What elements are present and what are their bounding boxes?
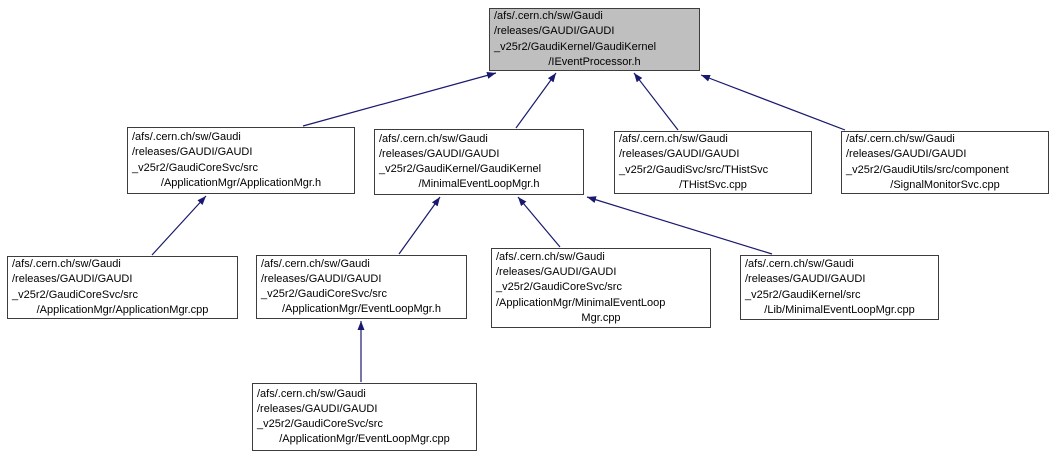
include-edge-arrow xyxy=(517,196,561,248)
node-path-line: Mgr.cpp xyxy=(581,311,621,324)
node-path-line: _v25r2/GaudiSvc/src/THistSvc xyxy=(619,163,769,176)
node-signalmonitorsvc-cpp[interactable]: /afs/.cern.ch/sw/Gaudi /releases/GAUDI/G… xyxy=(841,131,1049,194)
node-path-line: /Lib/MinimalEventLoopMgr.cpp xyxy=(764,303,915,316)
node-path-line: _v25r2/GaudiKernel/src xyxy=(745,288,861,301)
node-path-line: _v25r2/GaudiCoreSvc/src xyxy=(496,281,622,294)
node-path-line: /THistSvc.cpp xyxy=(679,178,747,191)
node-path-line: /afs/.cern.ch/sw/Gaudi xyxy=(619,133,728,146)
node-path-line: /releases/GAUDI/GAUDI xyxy=(132,146,253,159)
node-path-line: /releases/GAUDI/GAUDI xyxy=(619,148,740,161)
node-eventloopmgr-cpp[interactable]: /afs/.cern.ch/sw/Gaudi /releases/GAUDI/G… xyxy=(252,383,477,451)
node-path-line: /afs/.cern.ch/sw/Gaudi xyxy=(745,258,854,271)
include-edge-arrow xyxy=(302,72,497,127)
node-path-line: /afs/.cern.ch/sw/Gaudi xyxy=(379,132,488,145)
node-path-line: _v25r2/GaudiKernel/GaudiKernel xyxy=(379,163,542,175)
node-path-line: /SignalMonitorSvc.cpp xyxy=(890,178,1000,191)
node-applicationmgr-h[interactable]: /afs/.cern.ch/sw/Gaudi /releases/GAUDI/G… xyxy=(127,127,355,194)
node-path-line: _v25r2/GaudiKernel/GaudiKernel xyxy=(494,40,657,53)
node-path-line: /releases/GAUDI/GAUDI xyxy=(257,402,378,415)
include-edge-arrow xyxy=(700,74,846,131)
node-path-line: /ApplicationMgr/EventLoopMgr.cpp xyxy=(279,433,450,446)
node-path-line: /afs/.cern.ch/sw/Gaudi xyxy=(257,387,366,400)
node-minimaleventloopmgr-cpp-lib[interactable]: /afs/.cern.ch/sw/Gaudi /releases/GAUDI/G… xyxy=(740,255,939,320)
node-path-line: /ApplicationMgr/ApplicationMgr.cpp xyxy=(36,303,209,316)
node-path-line: /releases/GAUDI/GAUDI xyxy=(745,273,866,286)
node-thistsvc-cpp[interactable]: /afs/.cern.ch/sw/Gaudi /releases/GAUDI/G… xyxy=(614,131,812,194)
node-path-line: /afs/.cern.ch/sw/Gaudi xyxy=(846,133,955,146)
node-ieventprocessor-h[interactable]: /afs/.cern.ch/sw/Gaudi /releases/GAUDI/G… xyxy=(489,8,700,71)
node-path-line: /ApplicationMgr/MinimalEventLoop xyxy=(496,296,666,309)
node-path-line: /afs/.cern.ch/sw/Gaudi xyxy=(496,250,605,263)
node-path-line: /releases/GAUDI/GAUDI xyxy=(494,25,615,38)
node-path-line: /ApplicationMgr/ApplicationMgr.h xyxy=(160,176,322,189)
node-path-line: /afs/.cern.ch/sw/Gaudi xyxy=(12,258,121,271)
include-edge-arrow xyxy=(515,72,557,129)
node-path-line: /afs/.cern.ch/sw/Gaudi xyxy=(132,131,241,144)
node-path-line: _v25r2/GaudiCoreSvc/src xyxy=(132,161,258,174)
node-path-line: _v25r2/GaudiCoreSvc/src xyxy=(12,288,138,301)
node-minimaleventloopmgr-h[interactable]: /afs/.cern.ch/sw/Gaudi /releases/GAUDI/G… xyxy=(374,129,584,195)
node-path-line: /releases/GAUDI/GAUDI xyxy=(846,148,967,161)
node-eventloopmgr-h[interactable]: /afs/.cern.ch/sw/Gaudi /releases/GAUDI/G… xyxy=(256,255,467,319)
node-path-line: /ApplicationMgr/EventLoopMgr.h xyxy=(282,303,441,316)
node-path-line: _v25r2/GaudiCoreSvc/src xyxy=(257,418,383,430)
node-path-line: /releases/GAUDI/GAUDI xyxy=(261,272,382,285)
include-edge-arrow xyxy=(398,196,441,255)
node-path-line: /afs/.cern.ch/sw/Gaudi xyxy=(261,257,370,270)
node-path-line: /IEventProcessor.h xyxy=(548,55,641,68)
include-edge-arrow xyxy=(151,195,207,256)
include-edge-arrow xyxy=(586,196,773,255)
node-path-line: /releases/GAUDI/GAUDI xyxy=(12,273,133,286)
node-minimaleventloopmgr-cpp-coresvc[interactable]: /afs/.cern.ch/sw/Gaudi /releases/GAUDI/G… xyxy=(491,248,711,328)
node-path-line: /releases/GAUDI/GAUDI xyxy=(379,147,500,160)
node-path-line: _v25r2/GaudiUtils/src/component xyxy=(846,163,1009,176)
node-path-line: /releases/GAUDI/GAUDI xyxy=(496,266,617,279)
node-path-line: /afs/.cern.ch/sw/Gaudi xyxy=(494,10,603,23)
node-path-line: _v25r2/GaudiCoreSvc/src xyxy=(261,288,387,300)
node-path-line: /MinimalEventLoopMgr.h xyxy=(418,178,540,191)
include-edge-arrow xyxy=(633,72,679,131)
node-applicationmgr-cpp[interactable]: /afs/.cern.ch/sw/Gaudi /releases/GAUDI/G… xyxy=(7,256,238,319)
